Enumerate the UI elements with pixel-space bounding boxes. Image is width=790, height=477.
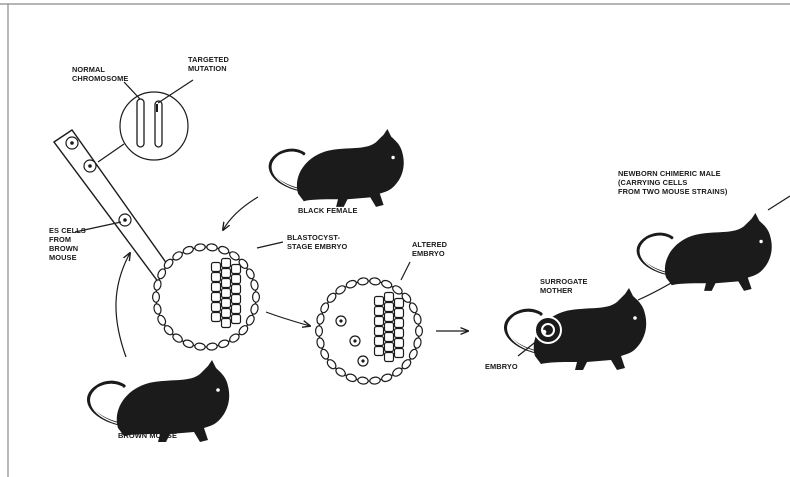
chimeric-male-mouse-icon	[638, 213, 772, 291]
inner-cell	[232, 265, 241, 274]
altered-embryo	[316, 277, 423, 384]
inner-cell	[232, 315, 241, 324]
altered-embryo-label-1: ALTERED	[412, 240, 448, 249]
inner-cell	[212, 303, 221, 312]
inner-cell	[375, 317, 384, 326]
inner-cell	[232, 285, 241, 294]
altered-embryo-label-2: EMBRYO	[412, 249, 445, 258]
inner-cell	[395, 309, 404, 318]
inner-cell	[395, 339, 404, 348]
embryo-label: EMBRYO	[485, 362, 518, 371]
inner-cell	[375, 337, 384, 346]
es-cells-label-2: FROM	[49, 235, 71, 244]
inner-cell	[385, 323, 394, 332]
es-cells-label-4: MOUSE	[49, 253, 77, 262]
inner-cell	[385, 293, 394, 302]
inner-cell	[212, 313, 221, 322]
arrow-blastocyst-to-altered	[266, 312, 310, 326]
newborn-label-3: FROM TWO MOUSE STRAINS)	[618, 187, 728, 196]
inner-cell	[395, 329, 404, 338]
black-female-mouse-icon	[270, 129, 404, 207]
trophoblast-cell	[416, 326, 423, 336]
inner-cell	[385, 333, 394, 342]
blastocyst-label-1: BLASTOCYST-	[287, 233, 341, 242]
black-female-label: BLACK FEMALE	[298, 206, 358, 215]
inner-cell	[375, 307, 384, 316]
arrow-surrogate-to-newborn	[638, 274, 686, 300]
inner-cell	[385, 313, 394, 322]
inner-cell	[212, 293, 221, 302]
inner-cell	[212, 273, 221, 282]
inner-cell	[222, 309, 231, 318]
inner-cell	[222, 259, 231, 268]
inner-cell	[222, 269, 231, 278]
normal-chromosome-label-1: NORMAL	[72, 65, 105, 74]
inner-cell	[395, 349, 404, 358]
micropipette	[54, 130, 179, 291]
arrow-brown-to-pipette	[116, 253, 130, 357]
blastocyst-label-2: STAGE EMBRYO	[287, 242, 347, 251]
surrogate-mother-label-1: SURROGATE	[540, 277, 588, 286]
es-cell-nucleus	[339, 319, 342, 322]
inner-cell	[212, 263, 221, 272]
inner-cell	[212, 283, 221, 292]
surrogate-mother-mouse-icon	[506, 288, 647, 370]
inner-cell	[222, 319, 231, 328]
inner-cell	[232, 295, 241, 304]
es-cells-label-1: ES CELLS	[49, 226, 86, 235]
blastocyst-embryo	[153, 243, 260, 350]
newborn-label-2: (CARRYING CELLS	[618, 178, 687, 187]
brown-mouse-label: BROWN MOUSE	[118, 431, 177, 440]
brown-mouse-icon	[89, 360, 230, 442]
inner-cell	[375, 297, 384, 306]
inner-cell	[395, 319, 404, 328]
es-cell-nucleus	[353, 339, 356, 342]
surrogate-mother-label-2: MOTHER	[540, 286, 573, 295]
inner-cell	[385, 353, 394, 362]
es-cell-nucleus	[361, 359, 364, 362]
inner-cell	[385, 343, 394, 352]
trophoblast-cell	[253, 292, 260, 302]
targeted-mutation-label-2: MUTATION	[188, 64, 227, 73]
targeted-mutation-label-1: TARGETED	[188, 55, 229, 64]
normal-chromosome-label-2: CHROMOSOME	[72, 74, 128, 83]
arrow-female-to-blastocyst	[223, 197, 258, 230]
implanted-embryo	[535, 317, 561, 343]
inner-cell	[375, 327, 384, 336]
inner-cell	[222, 289, 231, 298]
trophoblast-cell	[316, 326, 323, 336]
inner-cell	[232, 275, 241, 284]
trophoblast-cell	[153, 292, 160, 302]
inner-cell	[222, 299, 231, 308]
inner-cell	[395, 299, 404, 308]
inner-cell	[375, 347, 384, 356]
newborn-label-1: NEWBORN CHIMERIC MALE	[618, 169, 721, 178]
inner-cell	[222, 279, 231, 288]
arrow-newborn-next	[768, 196, 790, 210]
inner-cell	[385, 303, 394, 312]
es-cells-label-3: BROWN	[49, 244, 78, 253]
inner-cell	[232, 305, 241, 314]
chromosome-inset	[98, 80, 193, 162]
